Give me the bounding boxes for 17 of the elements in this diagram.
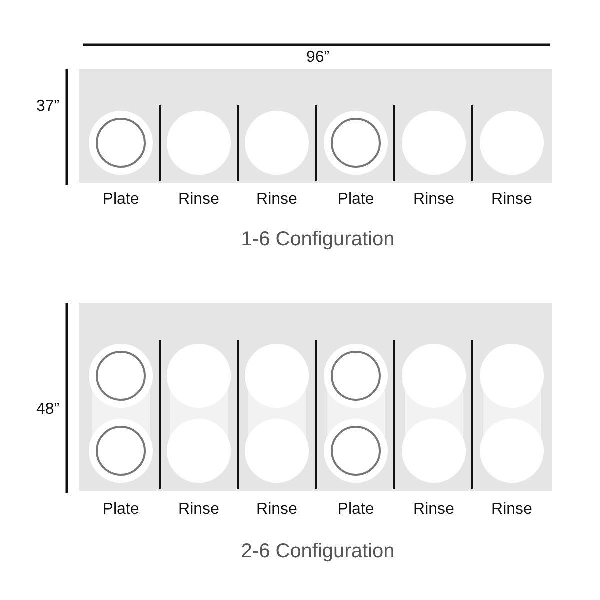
- tank-label: Rinse: [256, 191, 298, 209]
- dimension-label: 48”: [36, 401, 60, 419]
- tank-label: Rinse: [414, 191, 454, 209]
- tank-label: Plate: [338, 191, 374, 209]
- dimension-label: 37”: [36, 98, 60, 116]
- configuration-caption: 1-6 Configuration: [241, 228, 395, 252]
- configuration-caption: 2-6 Configuration: [241, 540, 395, 564]
- tank-label: Plate: [338, 501, 374, 519]
- tank-label: Rinse: [492, 501, 532, 519]
- tank-label: Rinse: [178, 501, 220, 519]
- tank-label: Plate: [102, 501, 140, 519]
- tank-label: Rinse: [178, 191, 220, 209]
- dimension-label: 96”: [306, 49, 330, 67]
- tank-label: Rinse: [414, 501, 454, 519]
- tank-label: Rinse: [492, 191, 532, 209]
- tank-label: Plate: [102, 191, 140, 209]
- tank-label: Rinse: [256, 501, 298, 519]
